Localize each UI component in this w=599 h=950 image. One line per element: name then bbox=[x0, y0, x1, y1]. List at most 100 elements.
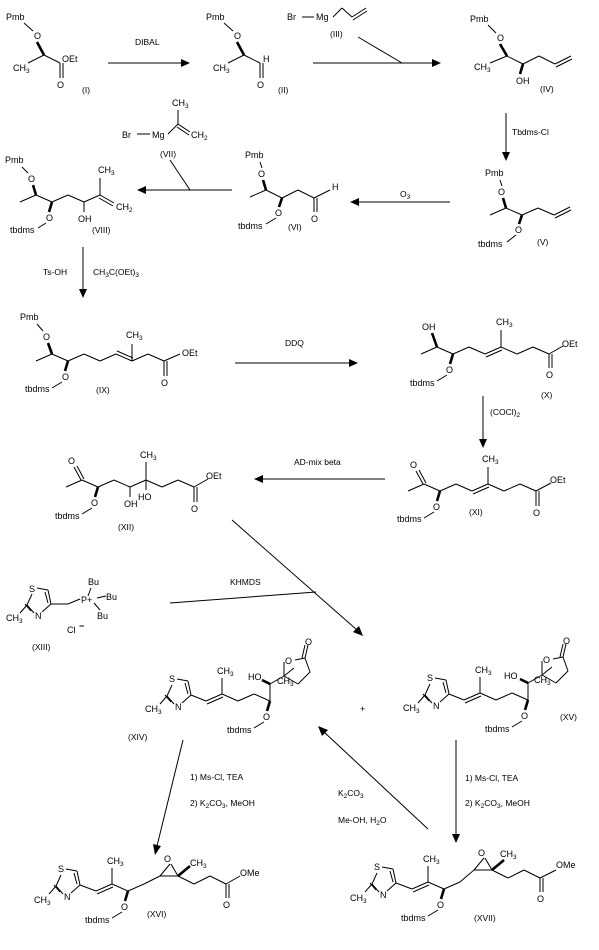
ketone-oxygen-label: O bbox=[410, 460, 417, 470]
nitrogen-label: N bbox=[380, 890, 387, 900]
compound-id-label: (V) bbox=[537, 237, 549, 247]
methyl-label: CH3 bbox=[6, 613, 23, 625]
tbdms-label: tbdms bbox=[25, 384, 50, 394]
ester-label: OEt bbox=[182, 348, 198, 358]
sulfur-label: S bbox=[427, 673, 433, 683]
reagent-dibal: DIBAL bbox=[135, 37, 160, 47]
arrow-8-head bbox=[479, 439, 487, 448]
reagent-join-iii bbox=[357, 36, 403, 64]
nitrogen-label: N bbox=[64, 892, 71, 902]
bromine-label: Br bbox=[122, 130, 131, 140]
methyl-label: CH3 bbox=[213, 63, 230, 75]
reagent-step-13-line-1: 1) Ms-Cl, TEA bbox=[465, 773, 519, 783]
compound-id-label: (XI) bbox=[469, 507, 483, 517]
bromine-label: Br bbox=[287, 12, 296, 22]
pmb-label: Pmb bbox=[245, 150, 264, 160]
epoxide-oxygen-label: O bbox=[164, 854, 171, 864]
lactone-carbonyl-label: O bbox=[305, 637, 312, 647]
tbdms-label: tbdms bbox=[55, 511, 80, 521]
arrow-10 bbox=[231, 519, 358, 631]
oxygen-label-2: O bbox=[515, 225, 522, 235]
compound-id-label: (XVII) bbox=[474, 913, 496, 923]
chloride-charge: − bbox=[79, 621, 84, 631]
compound-iv: Pmb O CH3 OH (IV) bbox=[470, 14, 573, 94]
arrow-13-head bbox=[452, 834, 460, 843]
lactone-carbonyl-label: O bbox=[563, 636, 570, 646]
arrow-6-head bbox=[79, 289, 87, 298]
methyl-ester-label: OMe bbox=[240, 868, 260, 878]
pmb-label: Pmb bbox=[206, 12, 225, 22]
reagent-step-12-line-2: Me-OH, H2O bbox=[338, 815, 387, 827]
arrow-3-head bbox=[502, 152, 510, 161]
compound-xv: S N CH3 CH3 O tbdms HO CH3 O bbox=[403, 636, 577, 734]
sulfur-label: S bbox=[374, 862, 380, 872]
oxygen-label: O bbox=[121, 902, 128, 912]
ester-label: OEt bbox=[206, 471, 222, 481]
reagent-ddq: DDQ bbox=[285, 338, 304, 348]
reagent-labels: DIBAL Tbdms-Cl O3 Ts-OH CH3C(OEt)3 DDQ (… bbox=[43, 37, 549, 827]
compound-xi: O O tbdms CH3 OEt O (XI) bbox=[397, 454, 566, 524]
oxygen-label: O bbox=[91, 498, 98, 508]
reagent-tbdms-cl: Tbdms-Cl bbox=[512, 127, 549, 137]
tbdms-label: tbdms bbox=[238, 221, 263, 231]
aldehyde-h-label: H bbox=[332, 182, 339, 192]
hydroxyl-label-2: HO bbox=[138, 492, 152, 502]
arrow-1-head bbox=[181, 59, 190, 67]
compound-id-label: (XII) bbox=[118, 522, 134, 532]
carbonyl-oxygen-label: O bbox=[533, 508, 540, 518]
compound-xvii: S N CH3 CH3 O tbdms O CH3 OMe bbox=[350, 848, 576, 923]
compound-id-label: (XV) bbox=[560, 712, 577, 722]
sulfur-label: S bbox=[29, 584, 35, 594]
pmb-label: Pmb bbox=[5, 155, 24, 165]
reagent-step-11-line-1: 1) Ms-Cl, TEA bbox=[190, 772, 244, 782]
reagent-step-12-line-1: K2CO3 bbox=[338, 788, 364, 800]
arrow-2-head bbox=[432, 59, 441, 67]
epoxide-oxygen-label: O bbox=[478, 848, 485, 858]
oxygen-label: O bbox=[28, 174, 35, 184]
methyl-ester-label: OMe bbox=[556, 860, 576, 870]
methyl-label: CH3 bbox=[172, 98, 189, 110]
compound-xvi: S N CH3 CH3 O tbdms O CH3 OMe bbox=[34, 854, 260, 925]
carbonyl-oxygen-label: O bbox=[223, 900, 230, 910]
reagent-orthoacetate: CH3C(OEt)3 bbox=[93, 267, 139, 279]
methyl-label-2: CH3 bbox=[475, 665, 492, 677]
compound-xiii: S N CH3 P+ Bu Bu Bu Cl − (XIII) bbox=[6, 577, 117, 652]
pmb-label: Pmb bbox=[6, 12, 25, 22]
tbdms-label: tbdms bbox=[85, 915, 110, 925]
compound-id-label: (IV) bbox=[540, 84, 554, 94]
oxygen-label: O bbox=[234, 31, 241, 41]
ketone-oxygen-label: O bbox=[68, 456, 75, 466]
lactone-oxygen-label: O bbox=[543, 655, 550, 665]
carbonyl-oxygen-label: O bbox=[537, 894, 544, 904]
methyl-label: CH3 bbox=[34, 895, 51, 907]
compound-id-label: (III) bbox=[330, 29, 343, 39]
methyl-label-3: CH3 bbox=[277, 676, 294, 688]
compound-xii: O O tbdms OH CH3 HO OEt O (XII) bbox=[55, 450, 222, 532]
nitrogen-label: N bbox=[175, 702, 182, 712]
compound-x: OH O tbdms CH3 OEt O (X) bbox=[410, 317, 578, 400]
ester-label: OEt bbox=[62, 54, 78, 64]
tbdms-label: tbdms bbox=[410, 378, 435, 388]
reagent-ad-mix-beta: AD-mix beta bbox=[294, 457, 341, 467]
methylene-label: CH2 bbox=[116, 202, 133, 214]
arrow-5-head bbox=[137, 186, 146, 194]
oxygen-label: O bbox=[258, 169, 265, 179]
compound-id-label: (XVI) bbox=[147, 909, 167, 919]
hydroxyl-label: OH bbox=[78, 214, 92, 224]
compound-id-label: (XIII) bbox=[32, 642, 51, 652]
arrow-12-head bbox=[318, 726, 328, 736]
oxygen-label: O bbox=[497, 33, 504, 43]
methyl-label-2: CH3 bbox=[423, 854, 440, 866]
methyl-label-3: CH3 bbox=[500, 849, 517, 861]
oxygen-label-2: O bbox=[275, 208, 282, 218]
compound-id-label: (XIV) bbox=[128, 732, 148, 742]
oxygen-label: O bbox=[263, 712, 270, 722]
oxygen-label: O bbox=[433, 502, 440, 512]
arrow-9-head bbox=[254, 475, 263, 483]
tbdms-label: tbdms bbox=[478, 239, 503, 249]
carbonyl-oxygen-label: O bbox=[257, 80, 264, 90]
reaction-arrows bbox=[79, 59, 510, 855]
methyl-label: CH3 bbox=[403, 703, 420, 715]
compound-vii: Br Mg CH3 CH2 (VII) bbox=[122, 98, 208, 159]
